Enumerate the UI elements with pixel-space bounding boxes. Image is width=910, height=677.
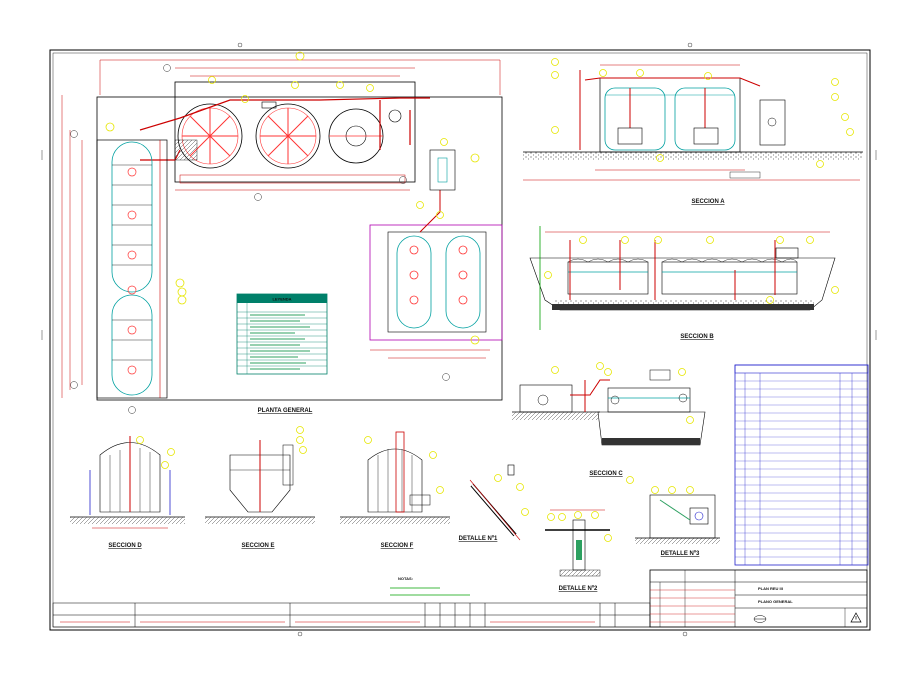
legend-table: LEYENDA — [236, 293, 328, 375]
filter-2 — [255, 103, 321, 169]
sheet-border — [49, 49, 871, 631]
section-d-view: SECCION D — [70, 436, 185, 549]
plan-boundary — [96, 96, 503, 401]
filter-1 — [177, 103, 243, 169]
plan-title: PLANTA GENERAL — [258, 408, 313, 414]
section-f-view: SECCION F — [340, 431, 450, 549]
detail-2-view: DETALLE Nº2 — [545, 509, 612, 592]
detail-2-title: DETALLE Nº2 — [559, 586, 598, 592]
detail-1-view: DETALLE Nº1 — [459, 464, 529, 542]
section-a-view: SECCION A — [523, 58, 863, 205]
section-b-title: SECCION B — [680, 334, 714, 340]
section-f-title: SECCION F — [381, 543, 414, 549]
project-name: PLAN REU III — [758, 586, 783, 591]
notes-block: NOTAS: — [390, 576, 470, 596]
legend-title: LEYENDA — [272, 297, 291, 302]
section-e-title: SECCION E — [241, 543, 274, 549]
section-c-title: SECCION C — [589, 471, 623, 477]
filter-3 — [328, 108, 384, 164]
storage-tank-column — [96, 139, 168, 399]
section-e-view: SECCION E — [205, 426, 315, 549]
section-b-view: SECCION B — [529, 226, 839, 340]
materials-table — [734, 364, 869, 566]
north-arrow-icon — [753, 615, 767, 623]
filter-platform — [174, 81, 416, 183]
section-a-title: SECCION A — [691, 199, 725, 205]
notes-title: NOTAS: — [398, 576, 413, 581]
revision-strip — [52, 602, 651, 628]
detail-1-title: DETALLE Nº1 — [459, 536, 498, 542]
plan-view: LEYENDA — [61, 51, 503, 414]
warning-triangle-icon — [850, 612, 862, 623]
sheet-name: PLANO GENERAL — [758, 599, 793, 604]
section-d-title: SECCION D — [108, 543, 142, 549]
detail-3-title: DETALLE Nº3 — [661, 551, 700, 557]
filter-tank-pair — [369, 149, 503, 359]
title-block: PLAN REU III PLANO GENERAL — [649, 569, 868, 628]
callout-bubbles — [105, 51, 480, 345]
detail-3-view: DETALLE Nº3 — [635, 486, 720, 557]
section-c-view: SECCION C — [512, 362, 706, 484]
